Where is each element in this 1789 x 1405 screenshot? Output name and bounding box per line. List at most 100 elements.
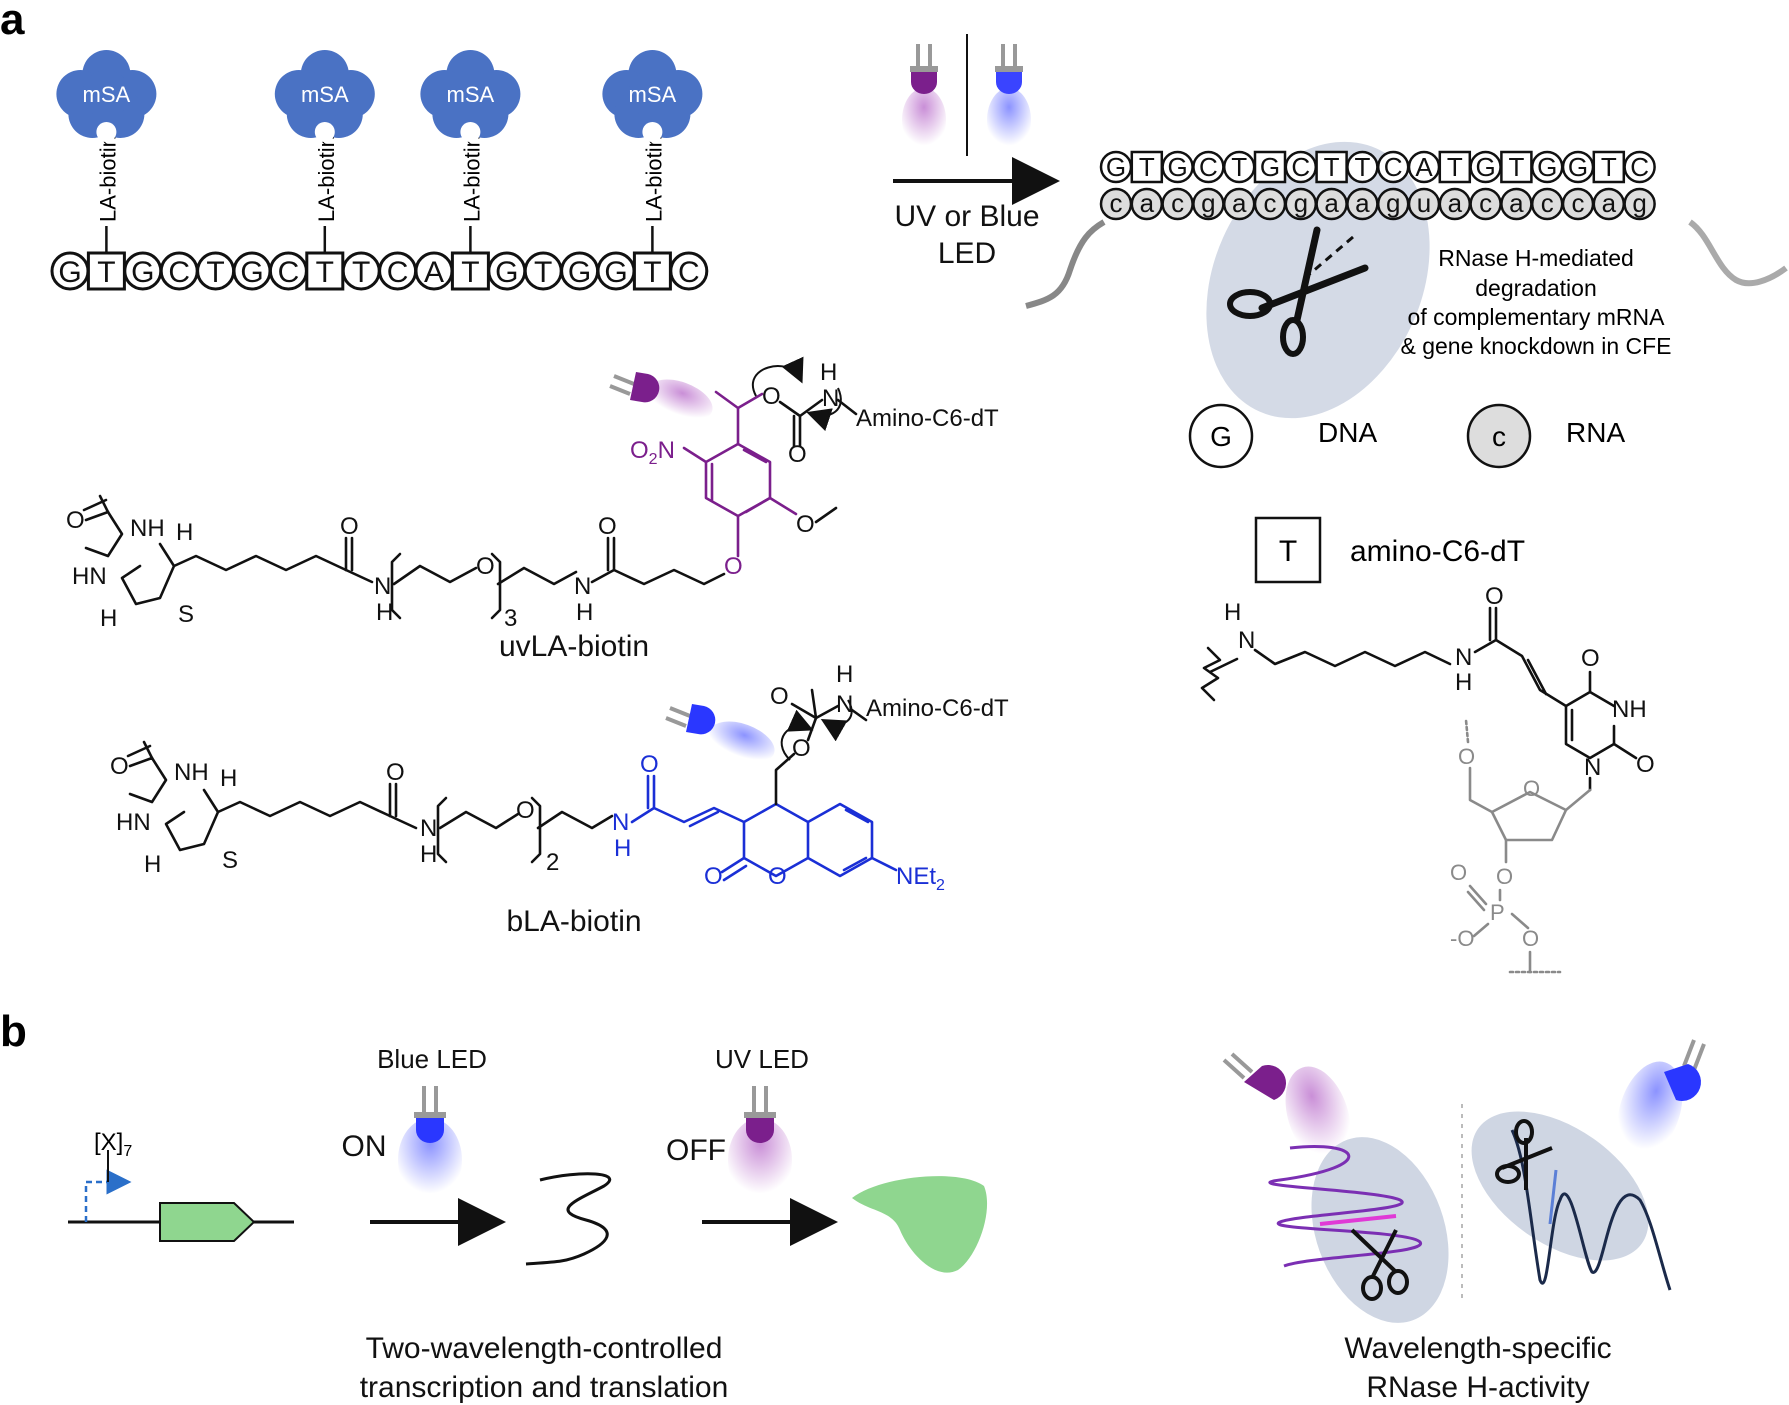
svg-text:O: O bbox=[386, 759, 405, 786]
msa-protein: mSA bbox=[602, 50, 703, 142]
svg-text:O: O bbox=[768, 863, 787, 890]
duplex-rna-letter: u bbox=[1417, 188, 1431, 218]
legend-t-label: amino-C6-dT bbox=[1350, 535, 1525, 568]
svg-text:H: H bbox=[614, 835, 631, 862]
msa-protein: mSA bbox=[274, 50, 375, 142]
caption-left-line1: Two-wavelength-controlled bbox=[366, 1332, 723, 1365]
svg-text:O: O bbox=[1523, 776, 1540, 801]
msa-protein: mSA bbox=[420, 50, 521, 142]
svg-text:H: H bbox=[1224, 599, 1241, 626]
dna-base-letter: G bbox=[131, 256, 154, 289]
rnase-caption-line3: of complementary mRNA bbox=[1408, 304, 1666, 330]
legend-dna-label: DNA bbox=[1318, 417, 1377, 448]
svg-text:S: S bbox=[178, 601, 194, 628]
rnase-caption: RNase H-mediated degradation of compleme… bbox=[1400, 245, 1671, 359]
svg-text:O: O bbox=[788, 441, 807, 468]
svg-text:H: H bbox=[820, 359, 837, 386]
bla-biotin-name: bLA-biotin bbox=[506, 905, 641, 938]
duplex-dna-letter: G bbox=[1568, 152, 1588, 182]
blue-led-label: Blue LED bbox=[377, 1044, 487, 1074]
blue-led-icon bbox=[987, 44, 1031, 152]
svg-text:H: H bbox=[144, 851, 161, 878]
duplex-dna-circle bbox=[1623, 150, 1656, 184]
caption-right-line2: RNase H-activity bbox=[1366, 1371, 1589, 1404]
uv-led-b-icon bbox=[728, 1086, 792, 1202]
on-label: ON bbox=[342, 1130, 387, 1163]
svg-text:O: O bbox=[1458, 744, 1475, 769]
msa-label: mSA bbox=[83, 82, 131, 107]
blue-led-small-icon bbox=[665, 704, 775, 763]
panel-label-b: b bbox=[0, 1007, 27, 1056]
svg-text:O: O bbox=[476, 553, 495, 580]
duplex-rna-letter: c bbox=[1264, 188, 1277, 218]
svg-text:S: S bbox=[222, 847, 238, 874]
duplex-dna-letter: T bbox=[1139, 152, 1155, 182]
dna-base-letter: T bbox=[352, 256, 370, 289]
duplex-dna-letter: G bbox=[1106, 152, 1126, 182]
svg-text:N: N bbox=[612, 809, 629, 836]
duplex-rna-letter: g bbox=[1386, 188, 1400, 218]
legend: G DNA c RNA T amino-C6-dT bbox=[1188, 403, 1625, 584]
gene-construct: [X]7 bbox=[68, 1129, 294, 1242]
duplex-dna-letter: G bbox=[1260, 152, 1280, 182]
uvla-biotin-structure: O NH H HN H S O N H O 3 N H O O O bbox=[66, 356, 999, 632]
svg-text:O: O bbox=[66, 507, 85, 534]
msa-label: mSA bbox=[301, 82, 349, 107]
svg-text:O: O bbox=[792, 735, 811, 762]
scissors-icon bbox=[1227, 226, 1369, 357]
svg-text:O: O bbox=[640, 751, 659, 778]
svg-text:O: O bbox=[340, 513, 359, 540]
svg-text:O: O bbox=[796, 511, 815, 538]
duplex-rna-letter: c bbox=[1479, 188, 1492, 218]
uv-led-icon bbox=[902, 44, 946, 152]
svg-text:H: H bbox=[1455, 669, 1472, 696]
dna-base-letter: A bbox=[424, 256, 444, 289]
rnase-caption-line1: RNase H-mediated bbox=[1438, 245, 1634, 271]
duplex-rna-letter: a bbox=[1324, 188, 1339, 218]
duplex-dna-letter: T bbox=[1324, 152, 1340, 182]
caption-right-line1: Wavelength-specific bbox=[1344, 1332, 1611, 1365]
svg-text:H: H bbox=[176, 519, 193, 546]
svg-text:H: H bbox=[220, 765, 237, 792]
legend-t-symbol: T bbox=[1279, 535, 1297, 568]
duplex-dna-letter: T bbox=[1447, 152, 1463, 182]
blue-led-b-icon bbox=[398, 1086, 462, 1202]
svg-text:HN: HN bbox=[116, 809, 151, 836]
svg-text:-O: -O bbox=[1450, 926, 1474, 951]
svg-text:2: 2 bbox=[546, 849, 559, 876]
duplex-dna-letter: C bbox=[1291, 152, 1310, 182]
duplex-rna-circle bbox=[1623, 187, 1656, 221]
duplex-dna-letter: G bbox=[1167, 152, 1187, 182]
legend-rna-label: RNA bbox=[1566, 417, 1625, 448]
blue-amino-label: Amino-C6-dT bbox=[866, 695, 1009, 722]
svg-text:O: O bbox=[1636, 751, 1655, 778]
svg-text:O: O bbox=[1485, 583, 1504, 610]
dna-base-letter: T bbox=[206, 256, 224, 289]
svg-text:H: H bbox=[576, 599, 593, 626]
duplex-rna-letter: c bbox=[1572, 188, 1585, 218]
msa-label: mSA bbox=[629, 82, 677, 107]
duplex-dna-letter: T bbox=[1508, 152, 1524, 182]
uv-amino-label: Amino-C6-dT bbox=[856, 405, 999, 432]
protein-shape bbox=[852, 1176, 988, 1273]
bla-biotin-structure: O NH H HN H S O N H O 2 N H O O O bbox=[110, 661, 1009, 894]
duplex-rna-letter: a bbox=[1509, 188, 1524, 218]
dna-base-letter: C bbox=[278, 256, 300, 289]
dna-base-letter: C bbox=[678, 256, 700, 289]
duplex-dna-letter: G bbox=[1537, 152, 1557, 182]
mrna-tail-right bbox=[1688, 219, 1788, 287]
svg-text:O: O bbox=[1581, 645, 1600, 672]
dna-base-letter: T bbox=[534, 256, 552, 289]
svg-text:3: 3 bbox=[504, 605, 517, 632]
duplex-rna-letter: c bbox=[1541, 188, 1554, 218]
legend-rna-symbol: c bbox=[1492, 421, 1506, 452]
svg-text:O: O bbox=[770, 683, 789, 710]
caption-left-line2: transcription and translation bbox=[360, 1371, 729, 1404]
led-pair bbox=[902, 34, 1031, 156]
legend-t-box bbox=[1254, 516, 1322, 584]
msa-label: mSA bbox=[447, 82, 495, 107]
arrow-label-line1: UV or Blue bbox=[894, 200, 1039, 233]
svg-text:O: O bbox=[762, 383, 781, 410]
